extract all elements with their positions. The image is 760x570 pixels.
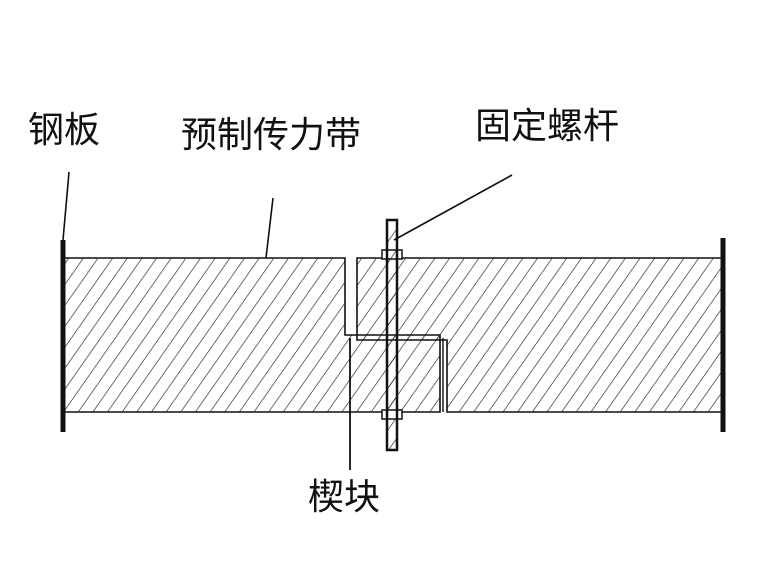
- leader-fixing-bolt: [393, 174, 513, 241]
- label-fixing-bolt: 固定螺杆: [475, 106, 619, 147]
- leader-steel-plate: [62, 171, 70, 241]
- label-wedge: 楔块: [308, 477, 380, 518]
- leader-precast-strip: [265, 197, 274, 259]
- label-steel-plate: 钢板: [28, 110, 100, 151]
- label-precast-strip: 预制传力带: [181, 115, 361, 156]
- fixing-bolt: [385, 218, 399, 452]
